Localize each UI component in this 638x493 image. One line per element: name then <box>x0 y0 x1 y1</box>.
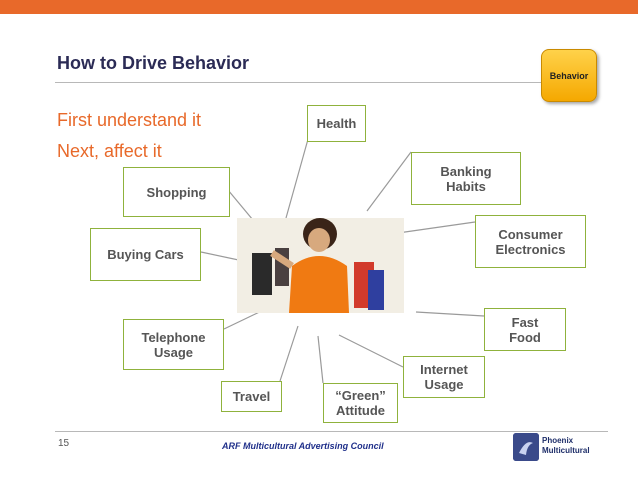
top-accent-bar <box>0 0 638 14</box>
box-buying-cars: Buying Cars <box>90 228 201 281</box>
line-green <box>317 335 324 384</box>
logo-text: Phoenix Multicultural <box>542 436 590 455</box>
box-internet-usage: Internet Usage <box>403 356 485 398</box>
slide-title: How to Drive Behavior <box>57 53 250 73</box>
line-consumer <box>397 221 476 234</box>
box-travel: Travel <box>221 381 282 412</box>
box-health: Health <box>307 105 366 142</box>
shopper-photo <box>237 218 404 313</box>
bullet-affect: Next, affect it <box>57 141 162 161</box>
footer-divider <box>55 431 608 432</box>
title-divider <box>55 82 596 83</box>
box-fast-food: Fast Food <box>484 308 566 351</box>
footer-organization: ARF Multicultural Advertising Council <box>222 441 384 451</box>
bullet-understand: First understand it <box>57 110 202 130</box>
line-fast-food <box>415 311 485 317</box>
box-banking-habits: Banking Habits <box>411 152 521 205</box>
box-consumer-electronics: Consumer Electronics <box>475 215 586 268</box>
box-green-attitude: “Green” Attitude <box>323 383 398 423</box>
line-health <box>285 131 311 219</box>
line-travel <box>279 325 299 382</box>
line-banking <box>366 151 412 212</box>
box-telephone-usage: Telephone Usage <box>123 319 224 370</box>
box-shopping: Shopping <box>123 167 230 217</box>
behavior-badge: Behavior <box>541 49 597 102</box>
phoenix-logo-icon <box>513 433 539 461</box>
page-number: 15 <box>58 438 70 449</box>
line-internet <box>338 334 404 368</box>
